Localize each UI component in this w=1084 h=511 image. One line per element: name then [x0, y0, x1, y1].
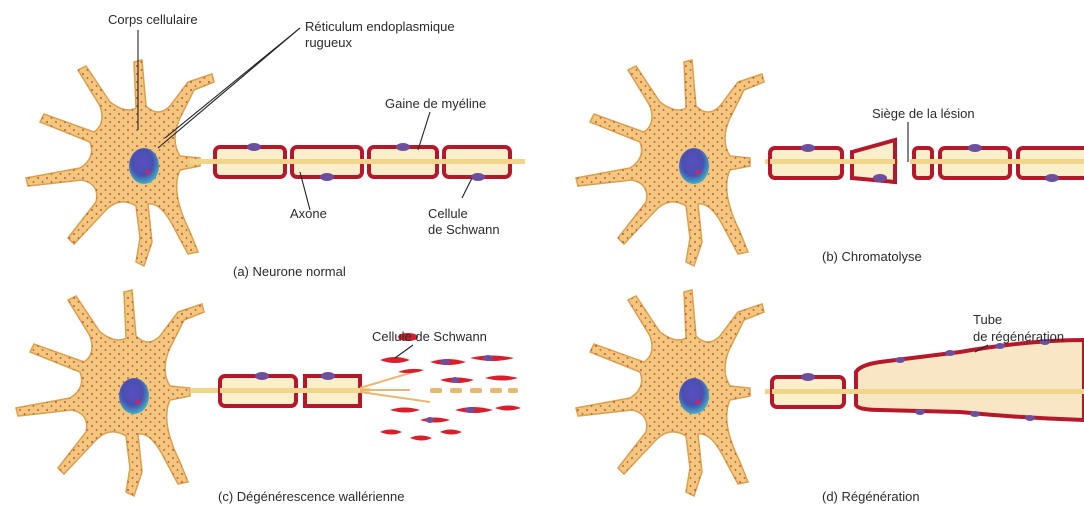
nucleolus — [136, 400, 141, 405]
nucleus — [129, 148, 159, 184]
panel-a-axon — [190, 143, 525, 181]
label-reticulum-line2: rugueux — [305, 35, 352, 50]
panel-d-axon — [765, 339, 1084, 421]
label-cellule-schwann-line2: de Schwann — [428, 222, 500, 237]
neuron-cell-body-d — [576, 290, 764, 496]
nucleus — [679, 148, 709, 184]
label-gaine-myeline: Gaine de myéline — [385, 96, 486, 111]
label-axone: Axone — [290, 206, 327, 221]
label-siege-lesion: Siège de la lésion — [872, 106, 975, 121]
label-cellule-schwann-line1: Cellule — [428, 206, 468, 221]
rough-er-dots — [16, 290, 204, 496]
leader-lines — [138, 28, 988, 358]
nucleolus — [146, 170, 151, 175]
nucleolus — [696, 170, 701, 175]
caption-d: (d) Régénération — [822, 489, 920, 504]
panel-b-axon — [765, 140, 1084, 182]
label-corps-cellulaire: Corps cellulaire — [108, 12, 198, 27]
rough-er-dots — [26, 60, 214, 266]
nucleus — [119, 378, 149, 414]
panel-c-axon — [190, 333, 521, 441]
caption-a: (a) Neurone normal — [233, 264, 346, 279]
rough-er-dots — [576, 290, 764, 496]
neuron-cell-body-b — [576, 60, 764, 266]
caption-c: (c) Dégénérescence wallérienne — [218, 489, 404, 504]
label-tube-line2: de régénération — [973, 329, 1064, 344]
neuron-cell-body-c — [16, 290, 204, 496]
label-reticulum-line1: Réticulum endoplasmique — [305, 19, 455, 34]
rough-er-dots — [576, 60, 764, 266]
nucleolus — [696, 400, 701, 405]
label-cellule-schwann-c: Cellule de Schwann — [372, 329, 487, 344]
nucleus — [679, 378, 709, 414]
caption-b: (b) Chromatolyse — [822, 249, 922, 264]
label-tube-line1: Tube — [973, 312, 1002, 327]
neuron-cell-body-a — [26, 60, 214, 266]
